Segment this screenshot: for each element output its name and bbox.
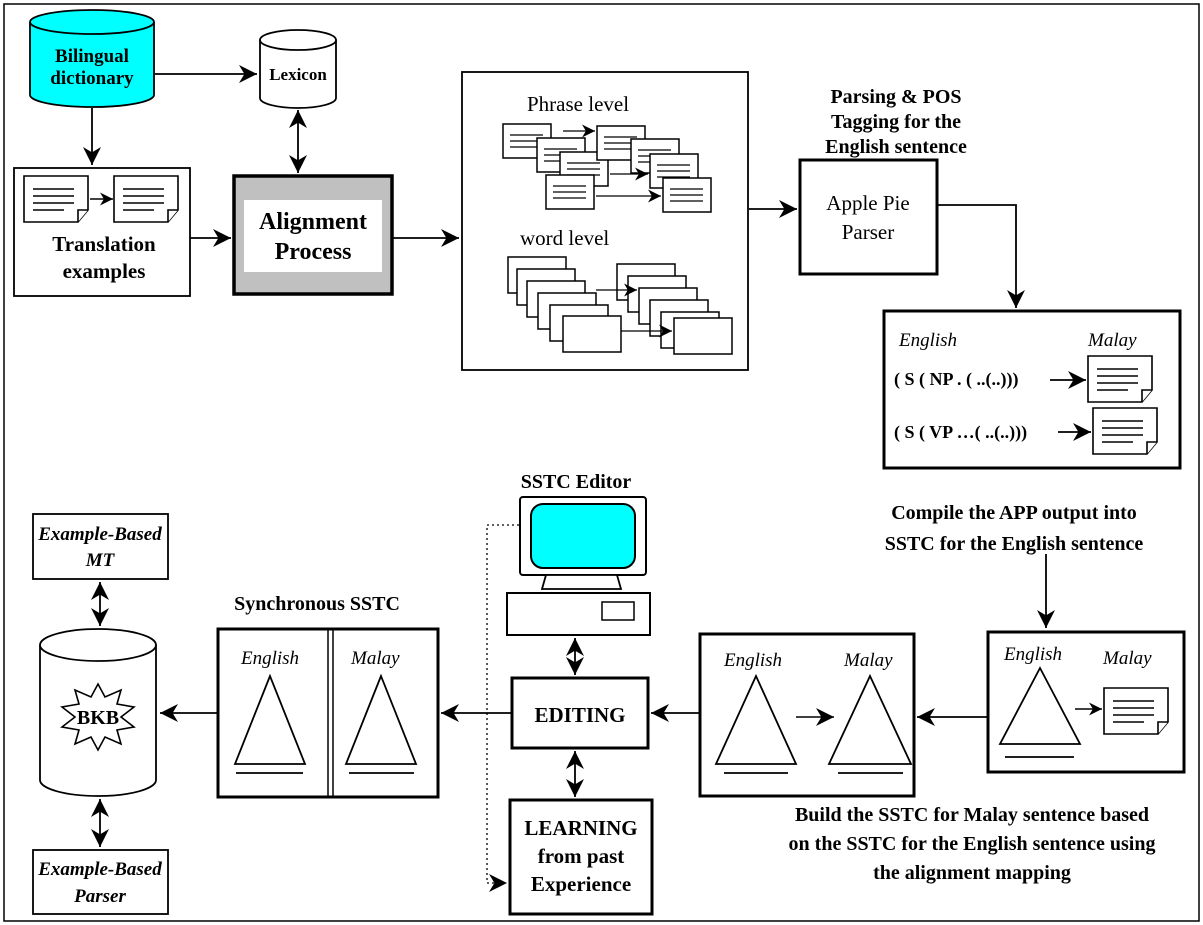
build-caption-1: Build the SSTC for Malay sentence based [795,804,1149,826]
app-parse-line-1: ( S ( NP . ( ..(..))) [894,369,1018,390]
build-english-label: English [723,650,782,671]
learning-box: LEARNING from past Experience [508,798,654,916]
editing-label: EDITING [534,703,625,727]
learning-line-2: from past [538,844,625,868]
ebmt-line-1: Example-Based [37,524,162,545]
app-english-label: English [898,330,957,351]
build-caption-2: on the SSTC for the English sentence usi… [789,833,1156,855]
malay-sstc-build-box: English Malay [698,632,916,798]
connectors [83,65,1055,847]
app-output-box: English Malay ( S ( NP . ( ..(..))) ( S … [882,309,1182,470]
parsing-caption-2: Tagging for the [831,111,961,133]
bkb-starburst [60,682,136,752]
phrase-level-label: Phrase level [527,92,629,116]
build-caption-3: the alignment mapping [873,862,1071,884]
lexicon-db: Lexicon [259,29,337,109]
alignment-results-box: Phrase level word level [461,71,749,371]
dictionary-line-1: Bilingual [55,46,129,67]
bilingual-dictionary-db: Bilingual dictionary [29,9,155,108]
lexicon-label: Lexicon [269,65,327,84]
sync-malay-label: Malay [350,648,400,669]
translation-examples-box: Translation examples [13,167,191,297]
editor-learning-link [486,524,519,892]
computer-icon [506,496,651,636]
examples-line-2: examples [63,259,146,283]
bkb-db: BKB [39,628,157,797]
examples-line-1: Translation [52,232,156,256]
example-based-mt-box: Example-Based MT [32,513,169,580]
sync-english-label: English [240,648,299,669]
parsing-caption-1: Parsing & POS [830,86,961,108]
bkb-label: BKB [77,707,119,729]
learning-line-3: Experience [531,872,631,896]
example-based-parser-box: Example-Based Parser [32,849,169,915]
alignment-line-1: Alignment [259,209,367,235]
apple-pie-parser-box: Apple Pie Parser [798,158,939,276]
learning-line-1: LEARNING [524,816,637,840]
dictionary-line-2: dictionary [50,68,134,89]
alignment-line-2: Process [275,239,352,265]
parsing-caption-3: English sentence [825,136,967,158]
english-sstc-malay-label: Malay [1102,648,1152,669]
compile-caption-1: Compile the APP output into [891,502,1137,524]
app-parse-line-2: ( S ( VP …( ..(..))) [894,422,1027,443]
english-sstc-english-label: English [1003,644,1062,665]
synchronous-title: Synchronous SSTC [234,593,400,615]
english-sstc-box: English Malay [986,630,1186,774]
compile-caption-2: SSTC for the English sentence [885,533,1144,555]
outer-frame [3,3,1200,922]
parser-line-2: Parser [842,220,894,244]
sstc-editor-title: SSTC Editor [521,471,632,493]
app-malay-label: Malay [1087,330,1137,351]
alignment-process-box: Alignment Process [232,174,394,296]
parser-line-1: Apple Pie [826,191,909,215]
editing-box: EDITING [510,676,650,750]
ebmt-line-2: MT [85,550,116,571]
build-malay-label: Malay [843,650,893,671]
synchronous-sstc-box: English Malay [216,627,440,799]
ebparser-line-2: Parser [73,886,126,907]
word-level-label: word level [520,226,609,250]
ebparser-line-1: Example-Based [37,859,162,880]
